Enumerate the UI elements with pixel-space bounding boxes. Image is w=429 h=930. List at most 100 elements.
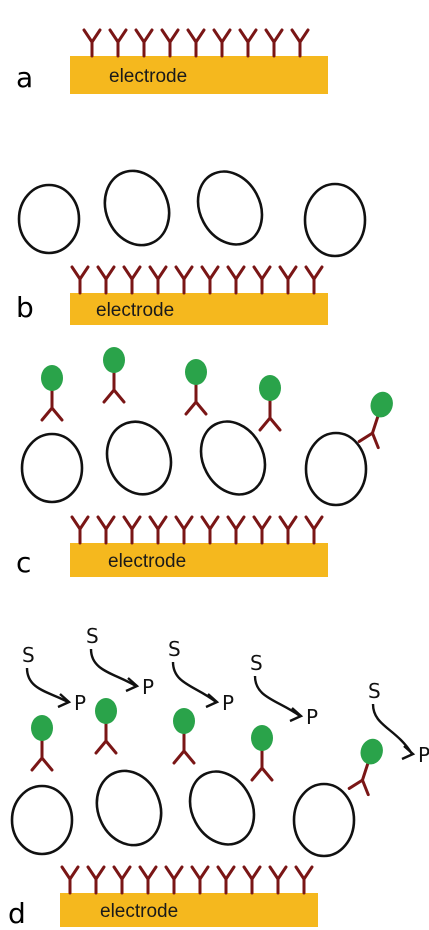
enzyme-label (173, 708, 195, 734)
electrode-bar (70, 293, 328, 325)
enzyme-label (41, 365, 63, 391)
antibody-icon (268, 865, 288, 895)
cell-row (10, 769, 356, 858)
antibody-icon (148, 515, 168, 545)
cell (292, 782, 356, 858)
antibody-icon (70, 515, 90, 545)
antibody-icon (122, 515, 142, 545)
enzyme-label (360, 738, 383, 765)
substrate-label: S (86, 624, 99, 648)
antibody-icon (290, 28, 310, 58)
enzyme-labeled-antibody (258, 375, 282, 432)
antibody-icon (70, 265, 90, 295)
electrode-label: electrode (109, 66, 187, 87)
antibody-icon (216, 865, 236, 895)
substrate-to-product-arrow: SP (22, 643, 86, 715)
antibody-icon (122, 265, 142, 295)
enzyme-labeled-antibody (250, 725, 274, 782)
antibody-icon (108, 28, 128, 58)
cell (17, 183, 81, 255)
product-label: P (418, 743, 429, 767)
cell (196, 170, 264, 246)
antibody-icon (200, 265, 220, 295)
antibody-icon (304, 515, 324, 545)
capture-antibody-row (70, 265, 324, 295)
antibody-icon (112, 865, 132, 895)
antibody-icon (226, 515, 246, 545)
labeled-antibody-row (30, 698, 383, 797)
electrode-bar (70, 543, 328, 577)
cell (95, 769, 163, 847)
antibody-icon (278, 265, 298, 295)
substrate-to-product-arrow: SP (250, 651, 318, 729)
antibody-icon (304, 265, 324, 295)
product-label: P (306, 705, 318, 729)
enzyme-labeled-antibody (347, 738, 383, 797)
capture-antibody-row (82, 28, 310, 58)
antibody-icon (190, 865, 210, 895)
panel-letter-d: d (8, 897, 26, 930)
cell (20, 432, 84, 504)
cell (199, 420, 267, 496)
enzyme-labeled-antibody (40, 365, 64, 422)
enzyme-label (103, 347, 125, 373)
panel-letter-b: b (16, 291, 34, 324)
antibody-icon (148, 265, 168, 295)
panel-c: electrode (20, 347, 393, 577)
enzyme-labeled-antibody (94, 698, 118, 755)
electrode-label: electrode (100, 901, 178, 922)
enzyme-label (259, 375, 281, 401)
enzyme-labeled-antibody (184, 359, 208, 416)
substrate-to-product-arrow: SP (368, 679, 429, 767)
antibody-icon (242, 865, 262, 895)
enzyme-labeled-antibody (357, 391, 393, 450)
substrate-to-product-arrow: SP (168, 637, 234, 715)
enzyme-label (251, 725, 273, 751)
cell-row (17, 169, 367, 258)
antibody-icon (160, 28, 180, 58)
antibody-icon (96, 265, 116, 295)
labeled-antibody-row (40, 347, 393, 450)
capture-antibody-row (60, 865, 314, 895)
panel-a: electrode (70, 28, 328, 94)
product-label: P (222, 691, 234, 715)
cell (103, 169, 171, 247)
antibody-icon (174, 515, 194, 545)
antibody-icon (212, 28, 232, 58)
antibody-icon (200, 515, 220, 545)
panel-letter-a: a (16, 61, 34, 94)
cell (10, 784, 74, 856)
antibody-icon (238, 28, 258, 58)
antibody-icon (252, 265, 272, 295)
enzyme-label (370, 391, 393, 418)
electrode-bar (70, 56, 328, 94)
substrate-label: S (368, 679, 381, 703)
cell-row (20, 420, 368, 507)
capture-antibody-row (70, 515, 324, 545)
antibody-icon (264, 28, 284, 58)
antibody-icon (134, 28, 154, 58)
antibody-icon (278, 515, 298, 545)
cell (105, 420, 173, 496)
product-label: P (74, 691, 86, 715)
substrate-label: S (168, 637, 181, 661)
cell (188, 770, 256, 846)
substrate-label: S (22, 643, 35, 667)
substrate-label: S (250, 651, 263, 675)
panel-b: electrode (17, 169, 367, 325)
antibody-icon (96, 515, 116, 545)
antibody-icon (186, 28, 206, 58)
antibody-icon (174, 265, 194, 295)
antibody-icon (226, 265, 246, 295)
enzyme-label (95, 698, 117, 724)
substrate-to-product-arrow: SP (86, 624, 154, 699)
antibody-icon (164, 865, 184, 895)
electrode-bar (60, 893, 318, 927)
antibody-icon (86, 865, 106, 895)
antibody-icon (82, 28, 102, 58)
cell (303, 182, 367, 258)
enzyme-label (185, 359, 207, 385)
